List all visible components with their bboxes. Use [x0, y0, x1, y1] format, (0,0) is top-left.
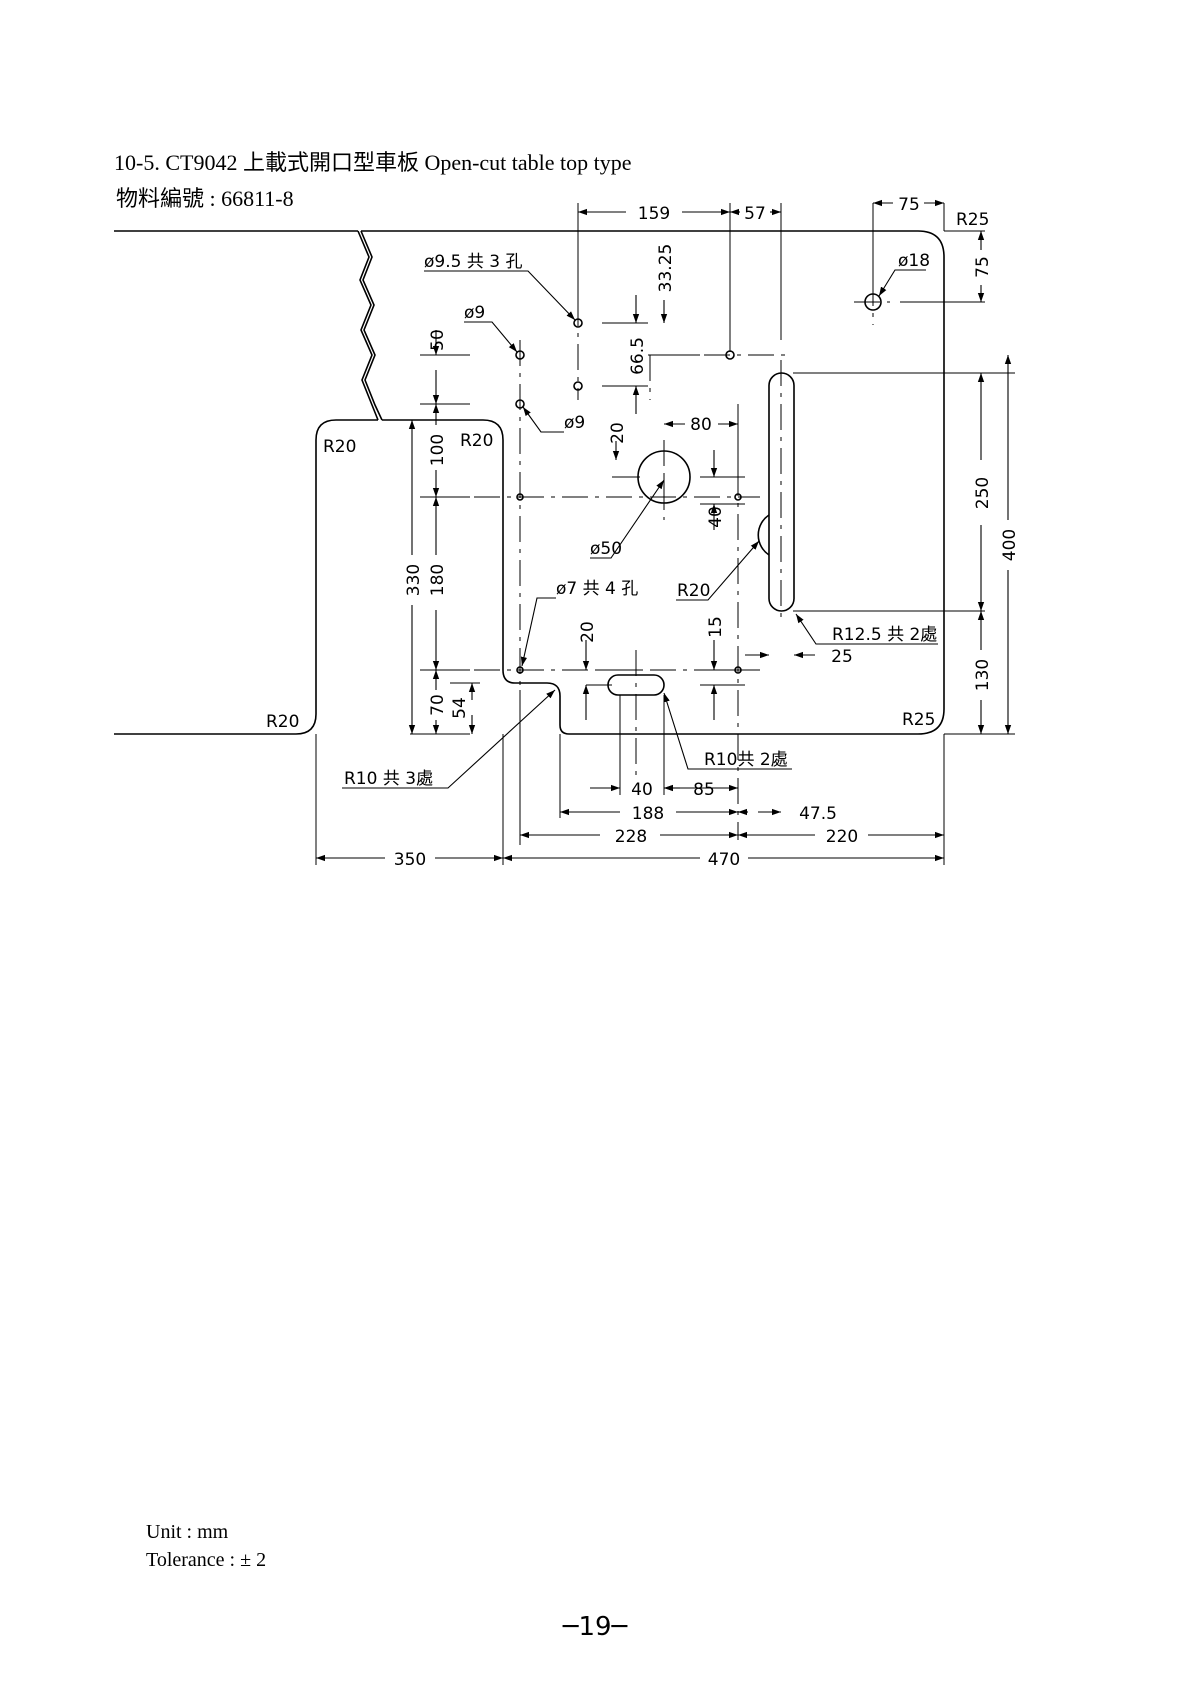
dim-75-top: 75	[898, 195, 920, 215]
callout-r12-5: R12.5 共 2處	[832, 625, 937, 645]
dim-130: 130	[973, 659, 993, 691]
callout-r25-bottom: R25	[902, 710, 935, 730]
callout-r20-notch: R20	[677, 581, 710, 601]
dim-47-5: 47.5	[799, 804, 837, 824]
callout-holes-9-5: ø9.5 共 3 孔	[424, 252, 522, 272]
callout-holes-7: ø7 共 4 孔	[556, 579, 638, 599]
callout-r20-inner: R20	[460, 431, 493, 451]
dim-180: 180	[428, 564, 448, 596]
dim-228: 228	[615, 827, 647, 847]
dim-188: 188	[632, 804, 664, 824]
dim-80: 80	[690, 415, 712, 435]
dim-66-5: 66.5	[628, 337, 648, 375]
dim-70: 70	[428, 694, 448, 716]
callout-hole-18: ø18	[898, 251, 930, 271]
dim-470: 470	[708, 850, 740, 870]
dimension-lines	[316, 203, 1008, 858]
callout-r20-left-bottom: R20	[266, 712, 299, 732]
slots-and-holes	[516, 294, 881, 695]
callout-r10-3: R10 共 3處	[344, 769, 433, 789]
dim-57: 57	[744, 204, 766, 224]
callout-hole-9-bottom: ø9	[564, 413, 585, 433]
dim-50: 50	[428, 329, 448, 351]
dim-250: 250	[973, 477, 993, 509]
dim-350: 350	[394, 850, 426, 870]
extension-lines	[316, 203, 1015, 865]
dim-20-a: 20	[608, 422, 628, 444]
dim-330: 330	[404, 564, 424, 596]
dim-220: 220	[826, 827, 858, 847]
callout-r10-2: R10共 2處	[704, 750, 788, 770]
unit-note: Unit : mm	[146, 1518, 228, 1546]
dim-159: 159	[638, 204, 670, 224]
dim-400: 400	[1000, 529, 1020, 561]
dim-85: 85	[693, 780, 715, 800]
engineering-drawing: 159 57 75 75 33.25 66.5 50 100 20 80 40 …	[0, 0, 1190, 900]
dim-15: 15	[706, 616, 726, 638]
slot-notch	[758, 515, 769, 555]
callout-r25-top: R25	[956, 210, 989, 230]
dim-75-right: 75	[973, 256, 993, 278]
dim-20-b: 20	[578, 621, 598, 643]
dim-33-25: 33.25	[656, 244, 676, 293]
page-number: ─19─	[0, 1612, 1190, 1642]
dim-40-b: 40	[631, 780, 653, 800]
dim-40-a: 40	[706, 506, 726, 528]
dim-25: 25	[831, 647, 853, 667]
dim-54: 54	[450, 697, 470, 719]
callout-labels: ø9.5 共 3 孔 ø9 ø9 ø18 ø50 ø7 共 4 孔 R25 R2…	[266, 210, 989, 789]
callout-r20-left-top: R20	[323, 437, 356, 457]
callout-hole-9-top: ø9	[464, 303, 485, 323]
dim-100: 100	[428, 434, 448, 466]
callout-hole-50: ø50	[590, 539, 622, 559]
table-outline	[114, 231, 944, 734]
center-lines	[430, 280, 890, 840]
tolerance-note: Tolerance : ± 2	[146, 1546, 266, 1574]
